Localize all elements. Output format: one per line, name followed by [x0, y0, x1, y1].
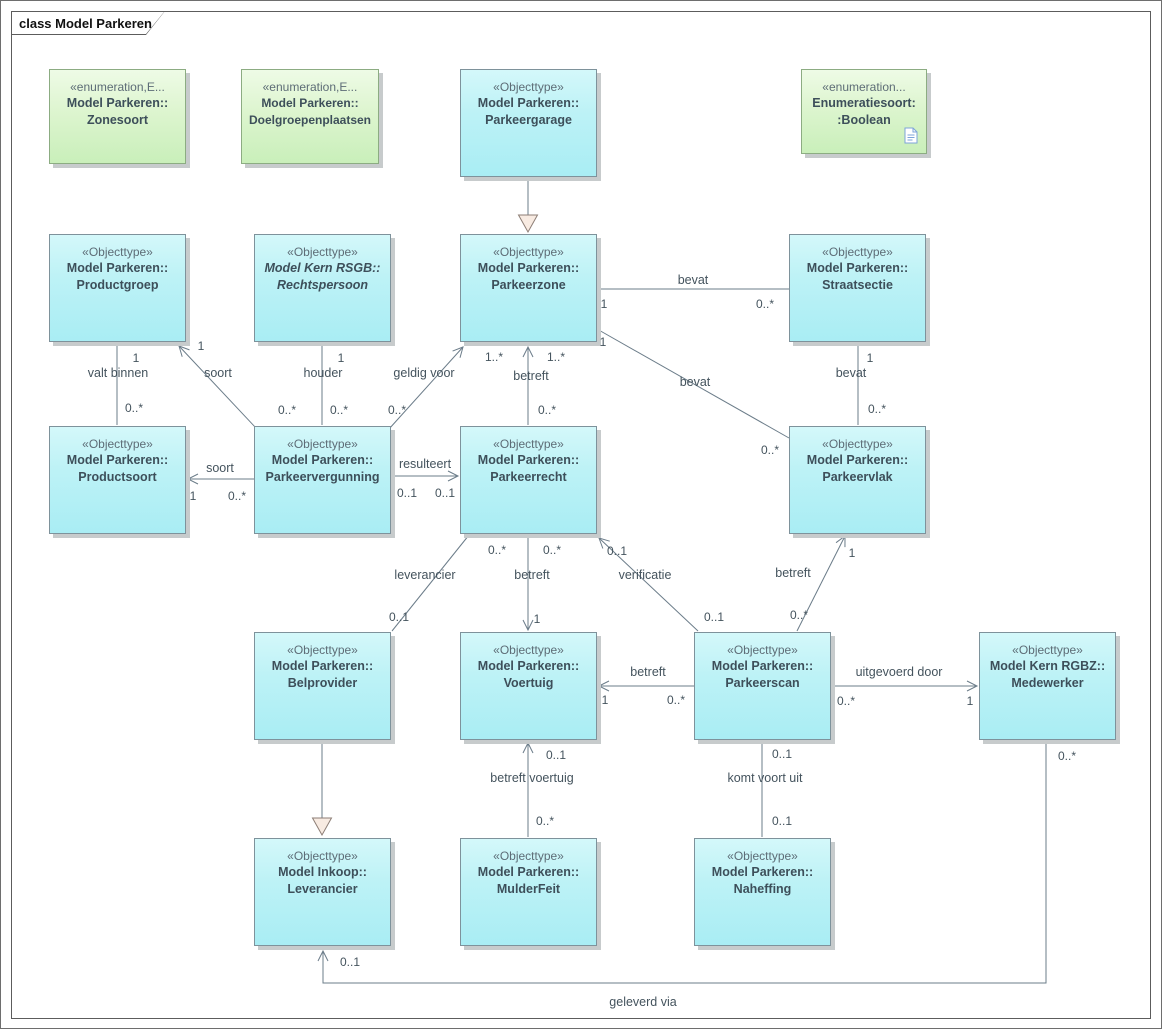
- stereotype: «enumeration,E...: [262, 80, 358, 94]
- class-name: Model Parkeren::: [66, 261, 169, 275]
- class-name: :Boolean: [837, 113, 891, 127]
- class-node-voertuig[interactable]: «Objecttype» Model Parkeren:: Voertuig: [460, 632, 597, 740]
- class-node-zonesoort[interactable]: «enumeration,E... Model Parkeren:: Zones…: [49, 69, 186, 164]
- class-name: Model Inkoop::: [278, 865, 367, 879]
- stereotype: «Objecttype»: [493, 643, 564, 657]
- stereotype: «Objecttype»: [493, 245, 564, 259]
- class-node-parkeerrecht[interactable]: «Objecttype» Model Parkeren:: Parkeerrec…: [460, 426, 597, 534]
- class-name: Parkeervergunning: [265, 470, 380, 484]
- class-name: Medewerker: [1011, 676, 1084, 690]
- class-name: Doelgroepenplaatsen: [248, 113, 372, 127]
- class-node-leverancier[interactable]: «Objecttype» Model Inkoop:: Leverancier: [254, 838, 391, 946]
- class-name: Model Parkeren::: [261, 96, 359, 110]
- class-node-parkeerscan[interactable]: «Objecttype» Model Parkeren:: Parkeersca…: [694, 632, 831, 740]
- class-name: Leverancier: [287, 882, 358, 896]
- class-node-productgroep[interactable]: «Objecttype» Model Parkeren:: Productgro…: [49, 234, 186, 342]
- stereotype: «Objecttype»: [1012, 643, 1083, 657]
- class-name: Model Parkeren::: [271, 659, 374, 673]
- class-node-rechtspersoon[interactable]: «Objecttype» Model Kern RSGB:: Rechtsper…: [254, 234, 391, 342]
- class-name: Model Parkeren::: [477, 96, 580, 110]
- document-icon: [904, 127, 918, 144]
- class-node-boolean-enum[interactable]: «enumeration... Enumeratiesoort: :Boolea…: [801, 69, 927, 154]
- stereotype: «Objecttype»: [287, 245, 358, 259]
- class-name: Voertuig: [503, 676, 554, 690]
- class-name: Model Kern RSGB::: [264, 261, 381, 275]
- class-name: Model Parkeren::: [271, 453, 374, 467]
- diagram-frame-tab: class Model Parkeren: [11, 11, 165, 35]
- class-name: Parkeervlak: [822, 470, 893, 484]
- stereotype: «Objecttype»: [727, 849, 798, 863]
- class-name: Enumeratiesoort:: [812, 96, 916, 110]
- class-node-medewerker[interactable]: «Objecttype» Model Kern RGBZ:: Medewerke…: [979, 632, 1116, 740]
- class-name: Parkeerscan: [725, 676, 800, 690]
- class-name: Model Parkeren::: [477, 659, 580, 673]
- stereotype: «Objecttype»: [82, 245, 153, 259]
- stereotype: «enumeration...: [822, 80, 906, 94]
- class-name: Model Parkeren::: [806, 453, 909, 467]
- class-node-naheffing[interactable]: «Objecttype» Model Parkeren:: Naheffing: [694, 838, 831, 946]
- class-name: Model Parkeren::: [806, 261, 909, 275]
- class-name: Rechtspersoon: [277, 278, 368, 292]
- class-node-doelgroepenplaatsen[interactable]: «enumeration,E... Model Parkeren:: Doelg…: [241, 69, 379, 164]
- stereotype: «Objecttype»: [287, 849, 358, 863]
- class-name: Zonesoort: [86, 113, 149, 127]
- class-name: Straatsectie: [822, 278, 893, 292]
- class-name: Productsoort: [78, 470, 157, 484]
- class-node-straatsectie[interactable]: «Objecttype» Model Parkeren:: Straatsect…: [789, 234, 926, 342]
- diagram-title: class Model Parkeren: [19, 15, 152, 31]
- class-node-belprovider[interactable]: «Objecttype» Model Parkeren:: Belprovide…: [254, 632, 391, 740]
- class-node-parkeerzone[interactable]: «Objecttype» Model Parkeren:: Parkeerzon…: [460, 234, 597, 342]
- class-name: Naheffing: [733, 882, 792, 896]
- stereotype: «enumeration,E...: [70, 80, 165, 94]
- class-name: Model Parkeren::: [66, 96, 169, 110]
- class-name: Productgroep: [76, 278, 159, 292]
- class-name: Model Parkeren::: [477, 261, 580, 275]
- class-name: Parkeergarage: [485, 113, 572, 127]
- stereotype: «Objecttype»: [287, 437, 358, 451]
- class-name: Model Parkeren::: [477, 453, 580, 467]
- stereotype: «Objecttype»: [82, 437, 153, 451]
- class-name: Model Kern RGBZ::: [989, 659, 1106, 673]
- stereotype: «Objecttype»: [493, 80, 564, 94]
- class-node-parkeervergunning[interactable]: «Objecttype» Model Parkeren:: Parkeerver…: [254, 426, 391, 534]
- diagram-frame: [11, 11, 1151, 1019]
- stereotype: «Objecttype»: [287, 643, 358, 657]
- class-node-parkeervlak[interactable]: «Objecttype» Model Parkeren:: Parkeervla…: [789, 426, 926, 534]
- class-name: Belprovider: [287, 676, 358, 690]
- stereotype: «Objecttype»: [727, 643, 798, 657]
- class-name: Model Parkeren::: [66, 453, 169, 467]
- stereotype: «Objecttype»: [822, 437, 893, 451]
- stereotype: «Objecttype»: [822, 245, 893, 259]
- class-name: Model Parkeren::: [711, 659, 814, 673]
- class-node-parkeergarage[interactable]: «Objecttype» Model Parkeren:: Parkeergar…: [460, 69, 597, 177]
- class-name: Parkeerrecht: [490, 470, 567, 484]
- class-node-productsoort[interactable]: «Objecttype» Model Parkeren:: Productsoo…: [49, 426, 186, 534]
- class-name: Model Parkeren::: [711, 865, 814, 879]
- stereotype: «Objecttype»: [493, 437, 564, 451]
- class-name: Parkeerzone: [491, 278, 566, 292]
- class-name: MulderFeit: [496, 882, 561, 896]
- class-name: Model Parkeren::: [477, 865, 580, 879]
- stereotype: «Objecttype»: [493, 849, 564, 863]
- class-node-mulderfeit[interactable]: «Objecttype» Model Parkeren:: MulderFeit: [460, 838, 597, 946]
